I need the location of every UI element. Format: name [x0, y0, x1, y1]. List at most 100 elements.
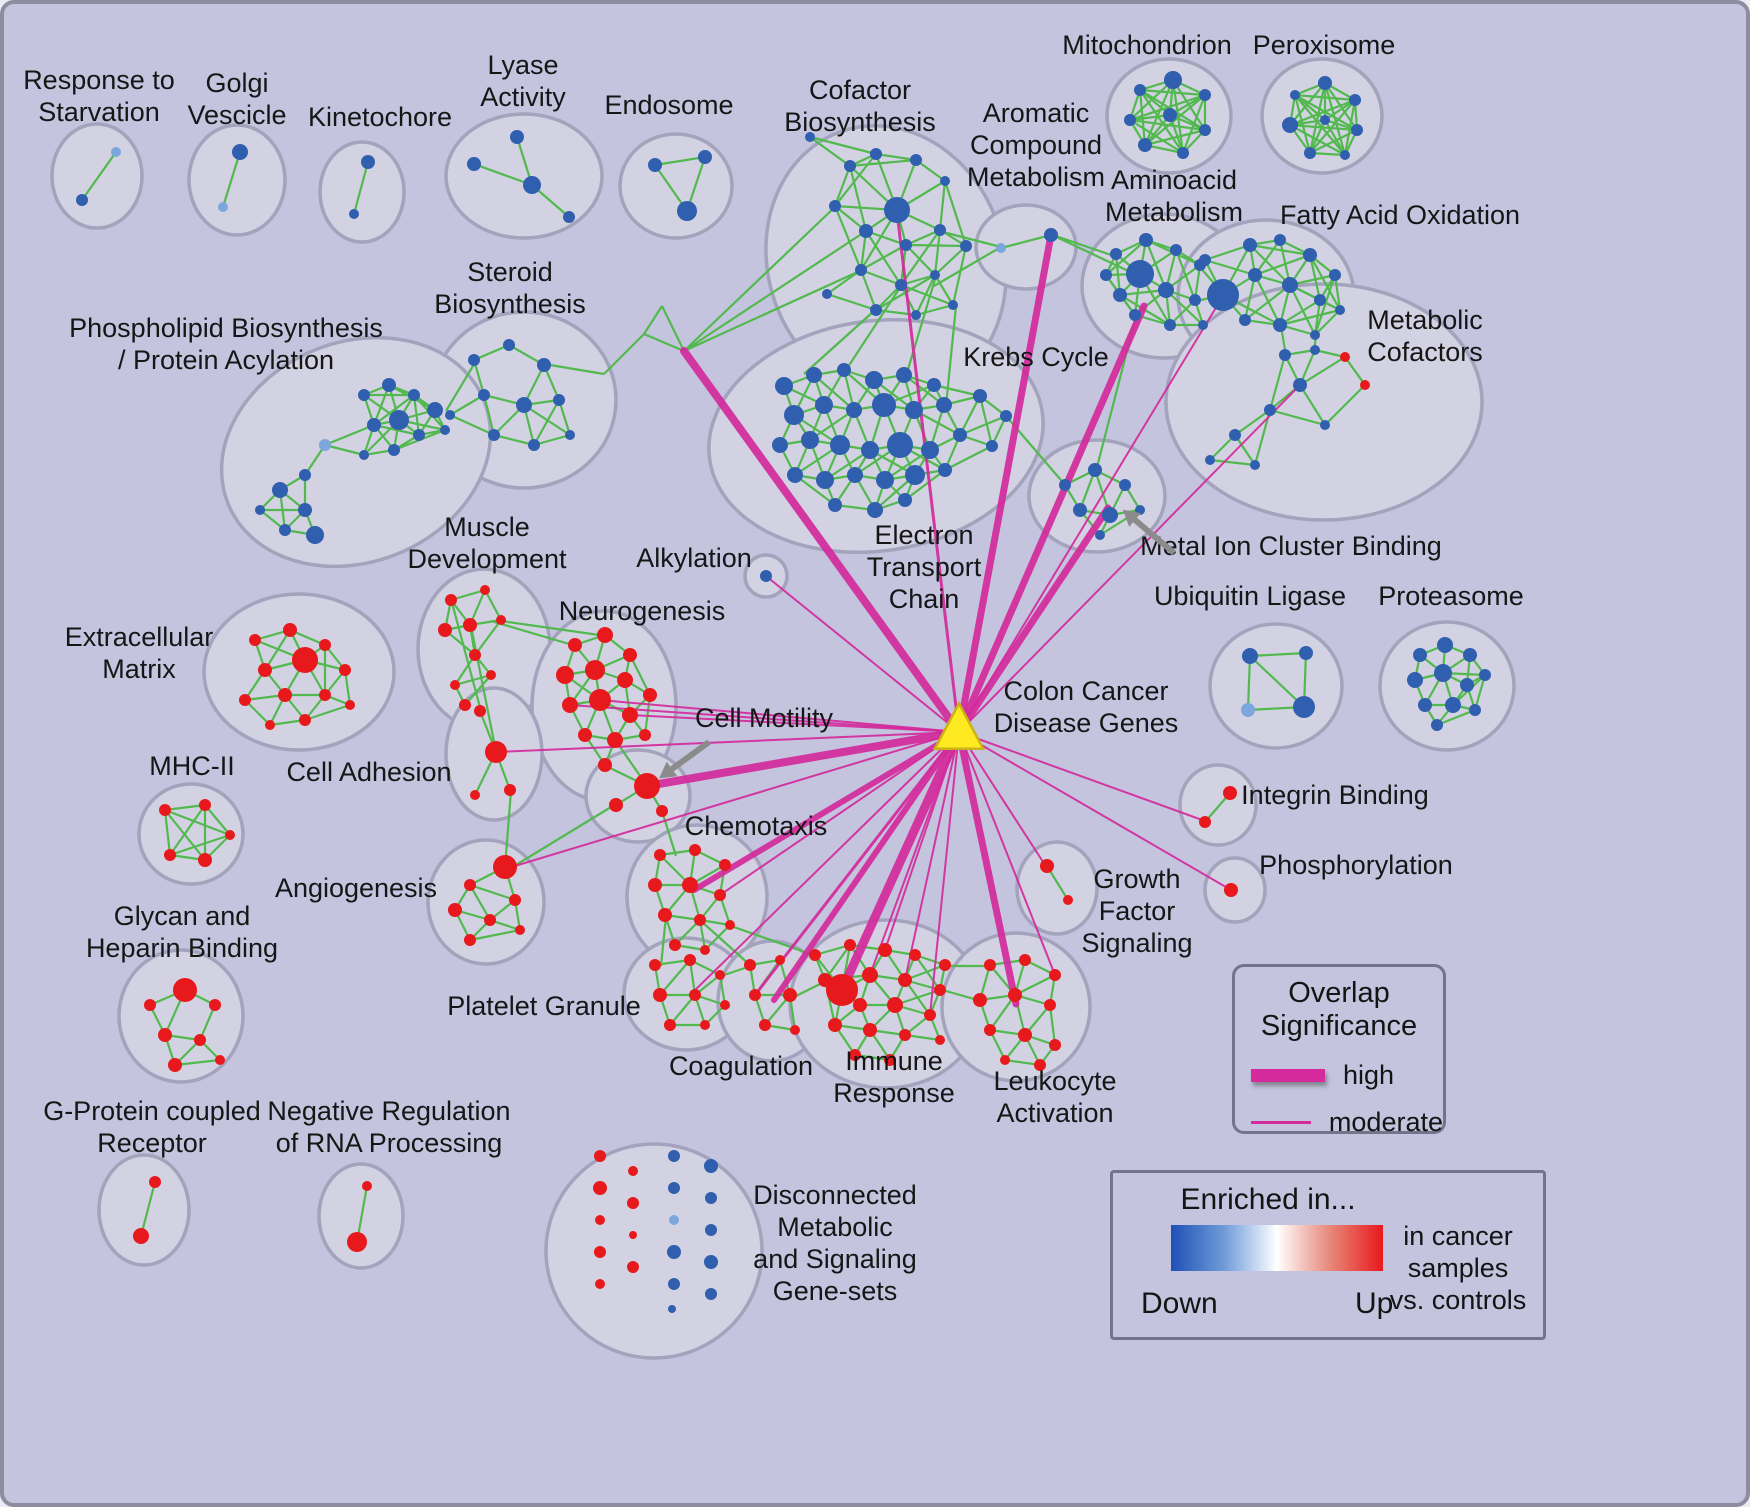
gene-set-node-aminoacid-metabolism[interactable] — [1126, 260, 1154, 288]
gene-set-node-disconnected-gene-sets[interactable] — [705, 1192, 717, 1204]
gene-set-node-golgi-vescicle[interactable] — [218, 202, 228, 212]
gene-set-node-endosome[interactable] — [698, 150, 712, 164]
gene-set-node-phospholipid-biosynthesis[interactable] — [272, 482, 288, 498]
gene-set-node-immune-response[interactable] — [818, 973, 832, 987]
gene-set-node-leukocyte-activation[interactable] — [984, 1024, 996, 1036]
gene-set-node-fatty-acid-oxidation[interactable] — [1335, 305, 1345, 315]
gene-set-node-cofactor-biosynthesis[interactable] — [844, 160, 856, 172]
gene-set-node-metabolic-cofactors[interactable] — [1279, 349, 1291, 361]
gene-set-node-response-to-starvation[interactable] — [111, 147, 121, 157]
gene-set-node-disconnected-gene-sets[interactable] — [669, 1215, 679, 1225]
gene-set-node-disconnected-gene-sets[interactable] — [668, 1278, 680, 1290]
gene-set-node-aminoacid-metabolism[interactable] — [1158, 282, 1174, 298]
gene-set-node-ubiquitin-ligase[interactable] — [1299, 646, 1313, 660]
gene-set-node-peroxisome[interactable] — [1318, 76, 1332, 90]
gene-set-node-phospholipid-biosynthesis[interactable] — [319, 439, 331, 451]
gene-set-node-proteasome[interactable] — [1479, 669, 1491, 681]
gene-set-node-cofactor-biosynthesis[interactable] — [829, 200, 841, 212]
gene-set-node-proteasome[interactable] — [1460, 678, 1474, 692]
gene-set-node-leukocyte-activation[interactable] — [1049, 1039, 1061, 1051]
gene-set-node-mhc-ii[interactable] — [159, 804, 171, 816]
gene-set-node-glycan-heparin-binding[interactable] — [209, 999, 221, 1011]
gene-set-node-disconnected-gene-sets[interactable] — [668, 1182, 680, 1194]
gene-set-node-proteasome[interactable] — [1407, 672, 1423, 688]
gene-set-node-platelet-granule[interactable] — [653, 988, 667, 1002]
gene-set-node-immune-response[interactable] — [934, 984, 946, 996]
gene-set-node-integrin-binding[interactable] — [1199, 816, 1211, 828]
gene-set-node-neurogenesis[interactable] — [617, 672, 633, 688]
gene-set-node-cofactor-biosynthesis[interactable] — [934, 224, 946, 236]
gene-set-node-phospholipid-biosynthesis[interactable] — [255, 505, 265, 515]
gene-set-node-leukocyte-activation[interactable] — [1008, 988, 1022, 1002]
gene-set-node-steroid-biosynthesis[interactable] — [537, 358, 551, 372]
gene-set-node-metabolic-cofactors[interactable] — [1264, 404, 1276, 416]
gene-set-node-chemotaxis[interactable] — [682, 877, 698, 893]
gene-set-node-neurogenesis[interactable] — [639, 729, 651, 741]
gene-set-node-leukocyte-activation[interactable] — [1018, 1028, 1032, 1042]
gene-set-node-electron-transport-chain[interactable] — [775, 377, 793, 395]
gene-set-node-extracellular-matrix[interactable] — [278, 688, 292, 702]
gene-set-node-electron-transport-chain[interactable] — [986, 440, 998, 452]
gene-set-node-cell-motility[interactable] — [609, 798, 623, 812]
gene-set-node-neurogenesis[interactable] — [568, 638, 582, 652]
gene-set-node-platelet-granule[interactable] — [700, 1020, 710, 1030]
gene-set-node-cofactor-biosynthesis[interactable] — [855, 264, 867, 276]
gene-set-node-golgi-vescicle[interactable] — [232, 144, 248, 160]
gene-set-node-immune-response[interactable] — [863, 1023, 877, 1037]
gene-set-node-extracellular-matrix[interactable] — [345, 700, 355, 710]
gene-set-node-fatty-acid-oxidation[interactable] — [1199, 254, 1211, 266]
gene-set-node-electron-transport-chain[interactable] — [936, 397, 952, 413]
gene-set-node-electron-transport-chain[interactable] — [784, 405, 804, 425]
gene-set-node-peroxisome[interactable] — [1349, 94, 1361, 106]
gene-set-node-glycan-heparin-binding[interactable] — [173, 978, 197, 1002]
gene-set-node-neurogenesis[interactable] — [589, 689, 611, 711]
gene-set-node-electron-transport-chain[interactable] — [816, 471, 834, 489]
gene-set-node-cofactor-biosynthesis[interactable] — [859, 224, 873, 238]
gene-set-node-mitochondrion[interactable] — [1134, 84, 1146, 96]
gene-set-node-aminoacid-metabolism[interactable] — [1129, 309, 1141, 321]
gene-set-node-peroxisome[interactable] — [1320, 115, 1330, 125]
gene-set-node-electron-transport-chain[interactable] — [876, 471, 894, 489]
gene-set-node-fatty-acid-oxidation[interactable] — [1329, 269, 1341, 281]
gene-set-node-immune-response[interactable] — [924, 1009, 936, 1021]
gene-set-node-negative-regulation-of-rna-processing[interactable] — [362, 1181, 372, 1191]
gene-set-node-fatty-acid-oxidation[interactable] — [1273, 318, 1287, 332]
gene-set-node-neurogenesis[interactable] — [556, 666, 574, 684]
gene-set-node-metal-ion-cluster-binding[interactable] — [1088, 463, 1102, 477]
gene-set-node-muscle-development[interactable] — [438, 623, 452, 637]
gene-set-node-phospholipid-biosynthesis[interactable] — [408, 389, 420, 401]
gene-set-node-electron-transport-chain[interactable] — [896, 367, 912, 383]
gene-set-node-immune-response[interactable] — [939, 959, 951, 971]
gene-set-node-growth-factor-signaling[interactable] — [1040, 859, 1054, 873]
gene-set-node-immune-response[interactable] — [826, 974, 858, 1006]
gene-set-node-lyase-activity[interactable] — [467, 157, 481, 171]
gene-set-node-fatty-acid-oxidation[interactable] — [1239, 314, 1251, 326]
gene-set-node-glycan-heparin-binding[interactable] — [215, 1055, 225, 1065]
gene-set-node-electron-transport-chain[interactable] — [905, 401, 923, 419]
gene-set-node-immune-response[interactable] — [878, 943, 892, 957]
gene-set-node-phospholipid-biosynthesis[interactable] — [382, 378, 396, 392]
gene-set-node-fatty-acid-oxidation[interactable] — [1274, 234, 1286, 246]
gene-set-node-angiogenesis[interactable] — [464, 934, 476, 946]
gene-set-node-disconnected-gene-sets[interactable] — [704, 1255, 718, 1269]
gene-set-node-alkylation[interactable] — [760, 570, 772, 582]
gene-set-node-disconnected-gene-sets[interactable] — [704, 1159, 718, 1173]
gene-set-node-angiogenesis[interactable] — [493, 855, 517, 879]
gene-set-node-disconnected-gene-sets[interactable] — [595, 1215, 605, 1225]
gene-set-node-immune-response[interactable] — [898, 973, 912, 987]
gene-set-node-disconnected-gene-sets[interactable] — [595, 1279, 605, 1289]
gene-set-node-mitochondrion[interactable] — [1199, 124, 1211, 136]
gene-set-node-electron-transport-chain[interactable] — [927, 378, 941, 392]
gene-set-node-mhc-ii[interactable] — [198, 853, 212, 867]
gene-set-node-cofactor-biosynthesis[interactable] — [911, 310, 921, 320]
gene-set-node-cell-adhesion[interactable] — [485, 741, 507, 763]
gene-set-node-aminoacid-metabolism[interactable] — [1189, 294, 1201, 306]
gene-set-node-angiogenesis[interactable] — [515, 925, 525, 935]
gene-set-node-electron-transport-chain[interactable] — [861, 441, 879, 459]
gene-set-node-proteasome[interactable] — [1463, 648, 1477, 662]
gene-set-node-electron-transport-chain[interactable] — [872, 393, 896, 417]
gene-set-node-chemotaxis[interactable] — [669, 939, 681, 951]
gene-set-node-leukocyte-activation[interactable] — [1044, 999, 1056, 1011]
gene-set-node-extracellular-matrix[interactable] — [258, 663, 272, 677]
gene-set-node-leukocyte-activation[interactable] — [973, 993, 987, 1007]
